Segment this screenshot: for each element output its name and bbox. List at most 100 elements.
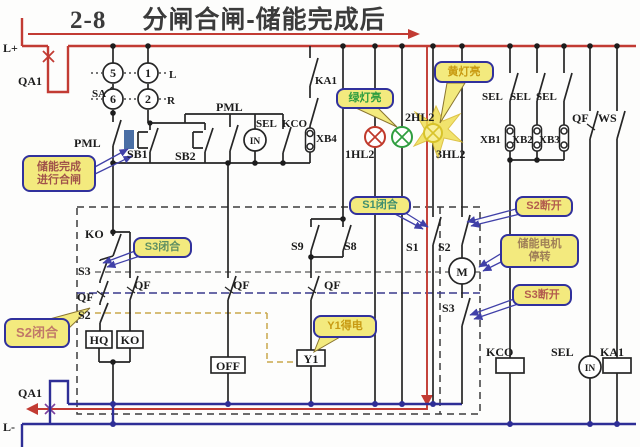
arrow-right-icon bbox=[408, 29, 420, 39]
label-in-top: IN bbox=[250, 137, 261, 147]
label-s2-mid: S2 bbox=[438, 240, 451, 254]
off-box bbox=[210, 356, 246, 374]
label-ko-box: KO bbox=[121, 333, 140, 347]
bus-dots-blue bbox=[110, 401, 620, 427]
label-xb2: XB2 bbox=[512, 134, 533, 146]
label-kco-top: KCO bbox=[282, 118, 308, 130]
label-off-box: OFF bbox=[216, 359, 240, 373]
label-s9: S9 bbox=[291, 239, 304, 253]
label-s2-left: S2 bbox=[78, 308, 91, 322]
lamp-3hl2-glow bbox=[412, 104, 464, 160]
qf-ko-branch bbox=[113, 231, 139, 362]
callout-storage-complete: 储能完成 进行合闸 bbox=[22, 155, 96, 192]
selector-columns bbox=[112, 46, 149, 232]
label-s3-mid: S3 bbox=[442, 301, 455, 315]
coils bbox=[243, 128, 632, 379]
labels: L+ QA1 5 1 6 2 SA L R PML SB1 SB2 PML SE… bbox=[3, 41, 624, 434]
callout-motor-stop: 储能电机 停转 bbox=[500, 234, 579, 268]
motor-column bbox=[461, 46, 471, 404]
yellow-on-pointer bbox=[439, 82, 466, 124]
label-xb3: XB3 bbox=[539, 134, 560, 146]
label-motor: M bbox=[456, 265, 467, 279]
selector-circle-2: 2 bbox=[145, 92, 151, 106]
pml-left-contact bbox=[112, 119, 122, 147]
label-sel-2: SEL bbox=[510, 91, 531, 103]
y1-power-pointer bbox=[312, 336, 342, 354]
lamp-2hl2 bbox=[391, 126, 413, 148]
label-2hl2: 2HL2 bbox=[405, 110, 434, 124]
callout-s2-open: S2断开 bbox=[515, 196, 573, 217]
dashed-enclosure bbox=[76, 206, 481, 415]
label-1hl2: 1HL2 bbox=[345, 147, 374, 161]
callout-s1-closed: S1闭合 bbox=[349, 196, 411, 215]
label-in-bottom: IN bbox=[585, 364, 596, 374]
label-qa1-bottom: QA1 bbox=[18, 386, 42, 400]
qa1-cross-mark bbox=[42, 50, 55, 63]
title-number: 2-8 bbox=[70, 7, 107, 34]
label-r: R bbox=[167, 95, 176, 107]
label-sel-top: SEL bbox=[256, 118, 277, 130]
label-qf-b: QF bbox=[134, 278, 151, 292]
in-indicator-bottom bbox=[578, 355, 602, 379]
label-hq-box: HQ bbox=[90, 333, 109, 347]
callout-yellow-lamp-on: 黄灯亮 bbox=[434, 61, 494, 83]
ko-s3-qf-s2-chain bbox=[98, 232, 130, 404]
label-sb1: SB1 bbox=[127, 147, 148, 161]
wiring bbox=[91, 46, 626, 424]
s9-s8-y1-column bbox=[310, 218, 352, 404]
sb2-pushbutton bbox=[192, 123, 214, 163]
label-s8: S8 bbox=[344, 239, 357, 253]
label-pml-left: PML bbox=[74, 136, 101, 150]
label-y1-box: Y1 bbox=[304, 352, 319, 366]
label-ka1-top: KA1 bbox=[315, 75, 337, 87]
label-sel-3: SEL bbox=[536, 91, 557, 103]
label-3hl2: 3HL2 bbox=[436, 147, 465, 161]
ws-ka1-column bbox=[616, 46, 626, 424]
label-ko-contact: KO bbox=[85, 227, 104, 241]
label-xb4: XB4 bbox=[316, 133, 337, 145]
label-ka1-bottom: KA1 bbox=[600, 345, 624, 359]
label-pml-top: PML bbox=[216, 100, 243, 114]
label-s1: S1 bbox=[406, 240, 419, 254]
page-title: 2-8 分闸合闸-储能完成后 bbox=[70, 0, 386, 36]
motor-circle bbox=[448, 257, 476, 285]
title-text: 分闸合闸-储能完成后 bbox=[142, 6, 386, 34]
label-qf-right: QF bbox=[572, 111, 589, 125]
callout-line: 储能电机 bbox=[517, 238, 562, 251]
green-on-pointer bbox=[355, 107, 398, 128]
control-rails bbox=[113, 113, 310, 164]
label-qf-d: QF bbox=[324, 278, 341, 292]
label-sa: SA bbox=[92, 88, 106, 100]
pml-top-contact bbox=[229, 114, 239, 163]
lamp-1hl2 bbox=[364, 126, 386, 148]
hq-box bbox=[85, 330, 113, 349]
label-qf-c: QF bbox=[233, 278, 250, 292]
callout-s3-closed: S3闭合 bbox=[133, 237, 192, 258]
label-qf-a: QF bbox=[77, 290, 94, 304]
selector-dotted-links bbox=[91, 72, 166, 100]
ka1-coil bbox=[602, 357, 632, 374]
fuses bbox=[304, 124, 570, 153]
callout-y1-energized: Y1得电 bbox=[313, 315, 377, 338]
arrow-down-icon bbox=[421, 395, 433, 406]
label-sel-bottom: SEL bbox=[551, 345, 574, 359]
label-sb2: SB2 bbox=[175, 149, 196, 163]
label-s3-left: S3 bbox=[78, 264, 91, 278]
selector-circle-1: 1 bbox=[145, 66, 151, 80]
lamp-columns bbox=[374, 46, 442, 404]
callout-line: 停转 bbox=[528, 251, 551, 263]
label-qa1-top: QA1 bbox=[18, 74, 42, 88]
sb1-highlight bbox=[124, 130, 134, 149]
selector-circle-5: 5 bbox=[110, 66, 116, 80]
selector-circles bbox=[102, 62, 159, 110]
red-flow-arrows bbox=[26, 29, 433, 415]
callout-s2-closed: S2闭合 bbox=[4, 318, 70, 348]
callout-line: 储能完成 bbox=[37, 160, 81, 173]
label-l-minus: L- bbox=[3, 420, 15, 434]
callout-green-lamp-on: 绿灯亮 bbox=[336, 88, 394, 109]
callout-line: 进行合闸 bbox=[37, 173, 81, 186]
ko-box bbox=[116, 330, 144, 349]
qf-in-column bbox=[589, 46, 599, 424]
sb1-pushbutton bbox=[137, 123, 159, 163]
